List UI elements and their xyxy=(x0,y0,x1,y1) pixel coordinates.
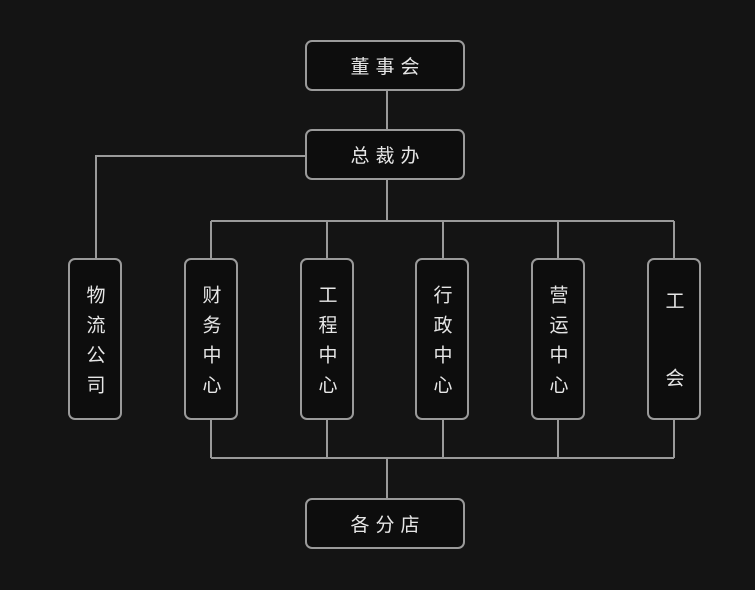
node-stores-label: 各分店 xyxy=(350,514,426,536)
node-stores: 各分店 xyxy=(305,498,465,549)
node-administration: 行政中心 xyxy=(415,258,469,420)
node-president-office-label: 总裁办 xyxy=(350,145,426,167)
node-president-office: 总裁办 xyxy=(305,129,465,180)
connector-office-to-logistics xyxy=(95,155,306,259)
node-finance: 财务中心 xyxy=(184,258,238,420)
node-operations-label: 营运中心 xyxy=(546,284,569,405)
node-logistics: 物流公司 xyxy=(68,258,122,420)
node-finance-label: 财务中心 xyxy=(199,284,222,405)
node-board: 董事会 xyxy=(305,40,465,91)
node-union-label-top: 工 xyxy=(662,291,685,310)
node-union: 工 会 xyxy=(647,258,701,420)
node-board-label: 董事会 xyxy=(350,56,426,78)
node-union-label-bottom: 会 xyxy=(662,368,685,387)
node-engineering: 工程中心 xyxy=(300,258,354,420)
node-operations: 营运中心 xyxy=(531,258,585,420)
node-logistics-label: 物流公司 xyxy=(83,284,106,405)
node-administration-label: 行政中心 xyxy=(430,284,453,405)
node-engineering-label: 工程中心 xyxy=(315,284,338,405)
